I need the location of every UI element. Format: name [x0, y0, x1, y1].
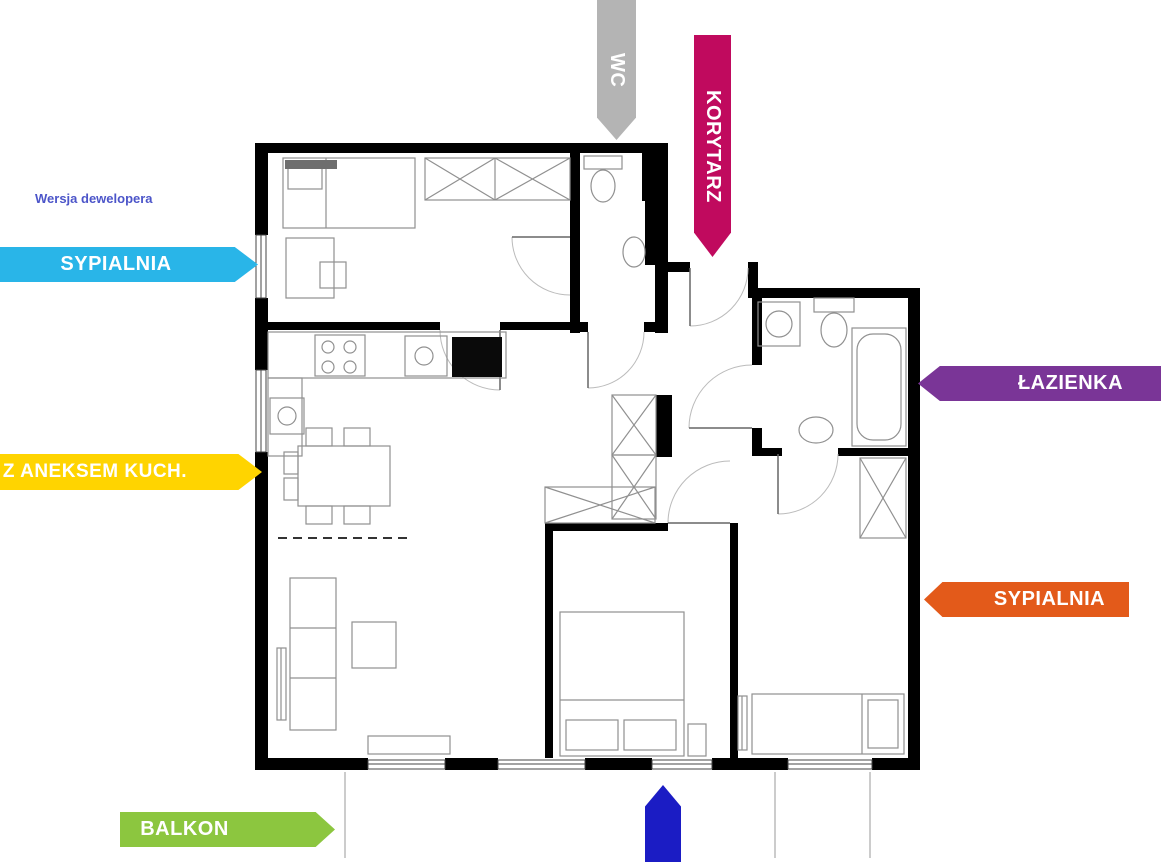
bed-bottom-center — [559, 611, 707, 757]
toilet-bathroom — [813, 297, 855, 348]
korytarz-label-text: KORYTARZ — [702, 89, 724, 203]
bathtub — [851, 327, 907, 447]
aneks-label-text: Z ANEKSEM KUCH. — [2, 461, 188, 482]
coffee-table — [351, 621, 397, 669]
kitchen-sink — [404, 335, 448, 377]
balkon-arrow-label: BALKON — [120, 812, 335, 847]
furniture — [267, 155, 907, 757]
sofa — [289, 577, 337, 731]
radiator-living — [276, 647, 287, 721]
bed-bottom-right — [751, 693, 905, 755]
toilet-wc — [583, 155, 623, 203]
walls — [255, 143, 920, 770]
sypialnia-right-arrow-label: SYPIALNIA — [924, 582, 1129, 617]
windows — [255, 234, 873, 770]
washer-kitchen — [269, 397, 305, 435]
sypialnia-right-label-text: SYPIALNIA — [993, 588, 1106, 610]
radiator-bedroom — [737, 695, 748, 751]
bed-top-left — [282, 157, 416, 229]
tv-bench — [367, 735, 451, 755]
lazienka-arrow-label: ŁAZIENKA — [918, 366, 1161, 401]
fridge — [452, 337, 502, 377]
kitchen-counter — [267, 331, 507, 457]
balkon-label-text: BALKON — [140, 818, 229, 840]
version-note: Wersja dewelopera — [35, 191, 153, 206]
corridor-wardrobes — [544, 394, 657, 524]
wardrobe-top-left — [424, 157, 571, 201]
desk-top-left — [285, 237, 347, 299]
wardrobe-bottom-right — [859, 457, 907, 539]
lazienka-label-text: ŁAZIENKA — [1017, 372, 1124, 394]
washing-machine — [757, 301, 801, 347]
balcony-lines — [344, 772, 871, 858]
sink-wc — [622, 236, 646, 268]
sypialnia-left-label-text: SYPIALNIA — [60, 253, 172, 275]
wc-label-text: WC — [606, 52, 628, 88]
korytarz-arrow-label: KORYTARZ — [694, 35, 731, 257]
sypialnia-left-arrow-label: SYPIALNIA — [0, 247, 258, 282]
dining-table — [283, 427, 391, 525]
wc-arrow-label: WC — [597, 0, 636, 140]
stove — [314, 334, 366, 377]
aneks-arrow-label: Z ANEKSEM KUCH. — [0, 454, 262, 490]
sink-bathroom — [798, 416, 834, 444]
